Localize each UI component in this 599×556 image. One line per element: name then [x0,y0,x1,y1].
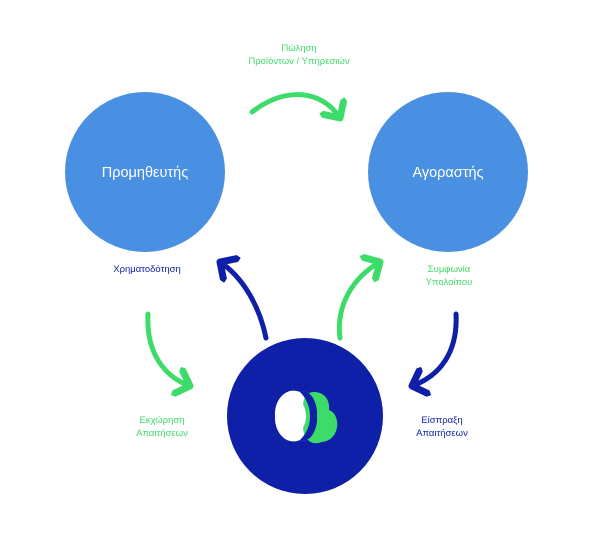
assignment-label-line1: Εκχώρηση [139,415,184,426]
collection-label-line2: Απαιτήσεων [416,428,468,439]
agreement-label-line2: Υπολοίπου [426,277,473,288]
buyer-label: Αγοραστής [412,165,483,181]
buyer-node [368,92,528,252]
assignment-label-line2: Απαιτήσεων [136,428,188,439]
assignment-arrow [145,311,190,386]
supplier-node [65,92,225,252]
collection-arrow [412,311,459,386]
platform-logo-icon [274,390,338,444]
agreement-arrow [336,262,380,341]
financing-label: Χρηματοδότηση [113,264,181,275]
sale-arrow [249,92,340,118]
collection-label-line1: Είσπραξη [421,415,462,426]
supplier-label: Προμηθευτής [102,165,188,181]
sale-label-line2: Προϊόντων / Υπηρεσιών [248,56,349,67]
financing-arrow [220,262,269,341]
agreement-label-line1: Συμφωνία [428,264,471,275]
sale-label-line1: Πώληση [281,43,316,54]
